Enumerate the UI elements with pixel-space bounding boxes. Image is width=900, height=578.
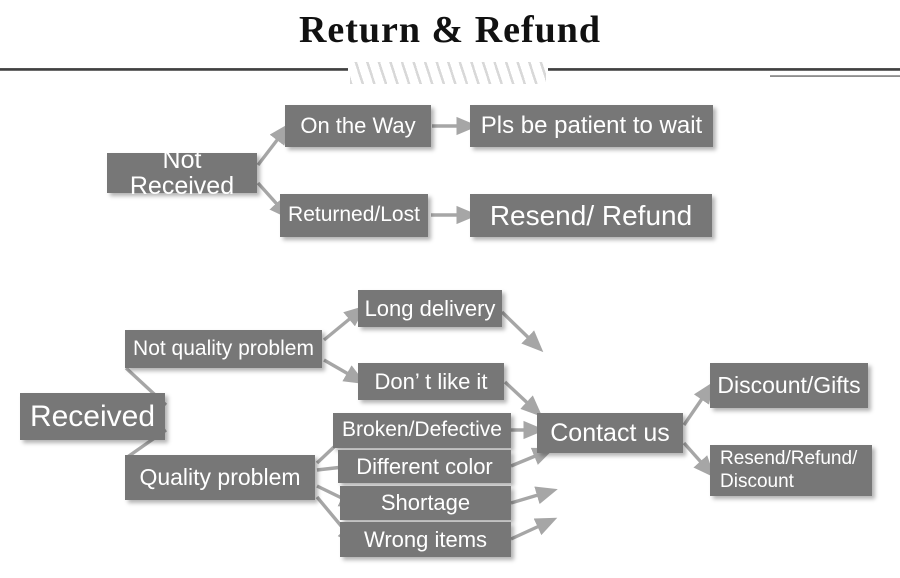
node-not-quality-problem[interactable]: Not quality problem xyxy=(125,330,322,368)
node-pls-be-patient-to-wait[interactable]: Pls be patient to wait xyxy=(470,105,713,147)
node-wrong-items[interactable]: Wrong items xyxy=(340,522,511,557)
node-discount-gifts[interactable]: Discount/Gifts xyxy=(710,363,868,408)
arrow-not-received-to-on-the-way xyxy=(256,122,291,167)
divider-hatch-pattern xyxy=(350,62,546,84)
arrow-contact-us-to-discount-gifts xyxy=(682,381,714,426)
arrow-wrong-items-to-contact-us xyxy=(510,517,558,541)
node-received[interactable]: Received xyxy=(20,393,165,440)
node-returned-lost[interactable]: Returned/Lost xyxy=(280,194,428,237)
node-broken-defective[interactable]: Broken/Defective xyxy=(333,413,511,448)
divider-rule-right xyxy=(548,68,900,71)
arrow-not-quality-to-long-delivery xyxy=(322,305,366,342)
arrow-contact-us-to-resend-refund-discount xyxy=(682,441,715,478)
title-divider xyxy=(0,62,900,84)
node-long-delivery[interactable]: Long delivery xyxy=(358,290,502,327)
node-shortage[interactable]: Shortage xyxy=(340,486,511,520)
node-dont-like-it[interactable]: Don’ t like it xyxy=(358,363,504,400)
arrow-not-quality-to-dont-like-it xyxy=(323,358,366,385)
node-contact-us[interactable]: Contact us xyxy=(537,413,683,453)
node-different-color[interactable]: Different color xyxy=(338,450,511,483)
arrow-dont-like-it-to-contact-us xyxy=(503,380,543,417)
page-title: Return & Refund xyxy=(298,9,602,51)
arrow-different-color-to-contact-us xyxy=(510,447,555,468)
divider-rule-left xyxy=(0,68,348,71)
arrow-shortage-to-contact-us xyxy=(510,486,558,505)
node-resend-refund-discount[interactable]: Resend/Refund/ Discount xyxy=(710,445,872,496)
node-resend-refund[interactable]: Resend/ Refund xyxy=(470,194,712,237)
arrow-long-delivery-to-contact-us xyxy=(500,310,544,353)
node-not-received[interactable]: Not Received xyxy=(107,147,257,199)
divider-rule-tail xyxy=(770,75,900,77)
node-quality-problem[interactable]: Quality problem xyxy=(125,455,315,500)
node-on-the-way[interactable]: On the Way xyxy=(285,105,431,147)
